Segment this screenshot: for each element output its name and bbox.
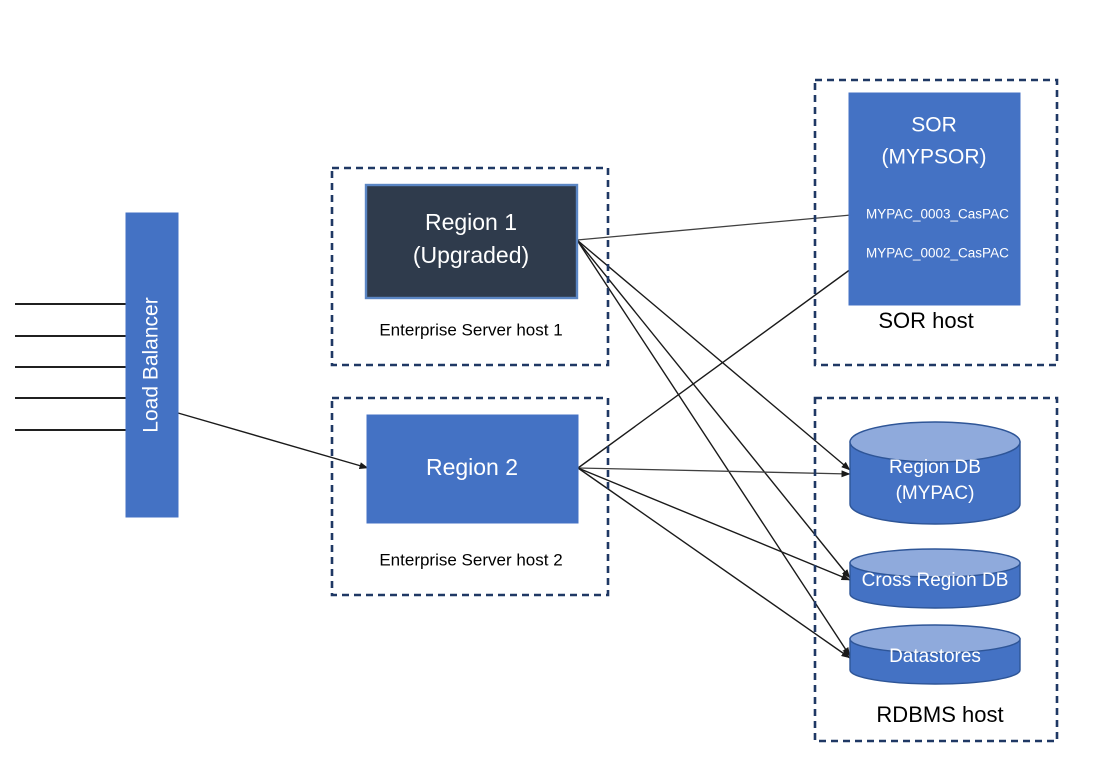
region-db-top (849, 421, 1021, 463)
connector-region2-to-region-db (577, 467, 851, 478)
connector-region1-to-datastores (576, 239, 851, 657)
sor-host-caption: SOR host (878, 308, 973, 333)
enterprise-host-2-caption: Enterprise Server host 2 (379, 550, 562, 569)
region-db-body[interactable] (849, 441, 1021, 525)
enterprise-host-1-caption: Enterprise Server host 1 (379, 320, 562, 339)
region1-label-line2: (Upgraded) (413, 242, 529, 268)
enterprise-server-host-1: Region 1 (Upgraded) Enterprise Server ho… (330, 166, 610, 367)
region2-label-line1: Region 2 (426, 454, 518, 480)
datastores-label: Datastores (889, 646, 981, 667)
load-balancer-node[interactable]: Load Balancer (125, 212, 179, 518)
sor-title-line2: (MYPSOR) (882, 146, 987, 169)
region-db-label-line1: Region DB (889, 457, 981, 478)
sor-host: SOR (MYPSOR) MYPAC_0003_CasPAC MYPAC_000… (813, 78, 1059, 367)
connector-lb-to-region2 (177, 412, 369, 469)
enterprise-server-host-2: Region 2 Enterprise Server host 2 (330, 396, 610, 597)
rdbms-host-frame (813, 396, 1059, 743)
sor-entry-label-0003: MYPAC_0003_CasPAC (866, 207, 1009, 222)
cylinder-datastores[interactable]: Datastores (849, 624, 1021, 685)
load-balancer-inbound-lines (15, 303, 127, 431)
enterprise-host-2-frame (330, 396, 610, 597)
connector-region2-to-cross-region-db (577, 467, 851, 581)
cross-region-db-label: Cross Region DB (862, 570, 1009, 591)
cylinder-cross-region-db[interactable]: Cross Region DB (849, 548, 1021, 609)
region1-label-line1: Region 1 (425, 209, 517, 235)
rdbms-host-caption: RDBMS host (876, 702, 1003, 727)
connector-region1-to-sor-0003 (576, 213, 863, 241)
connector-region2-to-sor-0002 (577, 257, 867, 469)
connector-region2-to-datastores (577, 467, 851, 659)
connector-region1-to-region-db (576, 239, 851, 471)
region2-box[interactable] (366, 414, 579, 524)
rdbms-host: Region DB (MYPAC) Cross Region DB Datast… (813, 396, 1059, 743)
region-db-label-line2: (MYPAC) (896, 483, 975, 504)
cross-region-db-top (849, 548, 1021, 578)
region1-box[interactable] (364, 183, 579, 300)
load-balancer-box[interactable] (125, 212, 179, 518)
cylinder-region-db[interactable]: Region DB (MYPAC) (849, 421, 1021, 525)
sor-box[interactable] (848, 92, 1021, 306)
sor-entry-label-0002: MYPAC_0002_CasPAC (866, 246, 1009, 261)
sor-title-line1: SOR (911, 114, 957, 137)
region2-outbound-connectors (577, 257, 867, 659)
datastores-top (849, 624, 1021, 654)
connector-region1-to-cross-region-db (576, 239, 851, 579)
enterprise-host-1-frame (330, 166, 610, 367)
sor-host-frame (813, 78, 1059, 367)
load-balancer-label: Load Balancer (140, 297, 163, 432)
region1-outbound-connectors (576, 213, 863, 657)
